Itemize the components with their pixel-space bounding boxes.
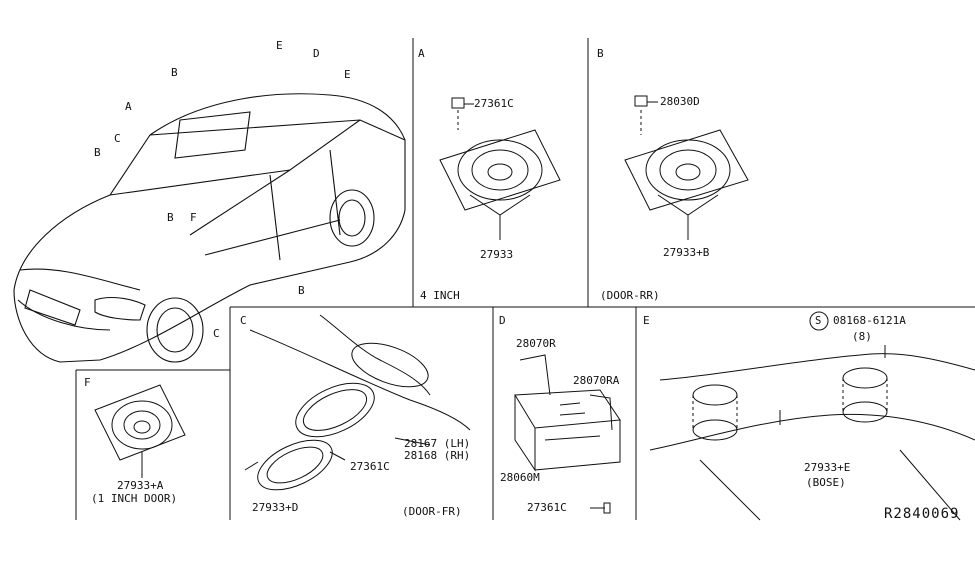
overview-callout: D: [313, 47, 320, 60]
panel-f-speaker-part: 27933+A: [117, 479, 164, 492]
panel-d-bracket-r: 28070R: [516, 337, 556, 350]
panel-f-speaker-drawing: [94, 384, 186, 478]
overview-callout: F: [190, 211, 197, 224]
panel-d-letter: D: [499, 314, 506, 327]
panel-c-speaker-part: 27933+D: [252, 501, 299, 514]
panel-f-speaker-note: (1 INCH DOOR): [91, 492, 178, 505]
overview-callout: C: [213, 327, 220, 340]
panel-c-bracket-lh: 28167 (LH): [404, 437, 471, 450]
panel-b-speaker-part: 27933+B: [663, 246, 710, 259]
panel-c-speaker-drawing: [244, 314, 471, 491]
panel-e-screw-symbol: S: [815, 315, 822, 327]
panel-d-screw-part: 27361C: [527, 501, 567, 514]
panel-a-footer: 4 INCH: [420, 289, 460, 302]
panel-dividers: [75, 38, 975, 520]
panel-c-screw-part: 27361C: [350, 460, 390, 473]
panel-b-screw-part: 28030D: [660, 95, 700, 108]
overview-callout: B: [94, 146, 101, 159]
vehicle-overview-drawing: [13, 93, 406, 363]
panel-b-speaker-drawing: [624, 95, 749, 240]
panel-e-screw-part: 08168-6121A: [833, 314, 906, 327]
overview-callout: B: [298, 284, 305, 297]
panel-c-footer: (DOOR-FR): [402, 505, 462, 518]
overview-callout: A: [125, 100, 132, 113]
panel-c-bracket-rh: 28168 (RH): [404, 449, 471, 462]
diagram-reference-number: R2840069: [884, 506, 960, 522]
panel-b-letter: B: [597, 47, 604, 60]
panel-e-speaker-part: 27933+E: [804, 461, 851, 474]
panel-a-speaker-part: 27933: [480, 248, 514, 261]
overview-callout: B: [171, 66, 178, 79]
panel-e-letter: E: [643, 314, 650, 327]
panel-f-letter: F: [84, 376, 91, 389]
panel-a-letter: A: [418, 47, 425, 60]
panel-d-bracket-ra: 28070RA: [573, 374, 620, 387]
overview-callout: C: [114, 132, 121, 145]
panel-a-speaker-drawing: [439, 97, 561, 240]
panel-c-letter: C: [240, 314, 247, 327]
panel-e-speaker-note: (BOSE): [806, 476, 846, 489]
panel-a-screw-part: 27361C: [474, 97, 514, 110]
panel-e-screw-qty: (8): [852, 330, 872, 343]
panel-e-speaker-drawing: [649, 311, 975, 521]
overview-callout: B: [167, 211, 174, 224]
panel-d-amp-part: 28060M: [500, 471, 540, 484]
panel-d-amplifier-drawing: [514, 354, 621, 514]
overview-callout: E: [276, 39, 283, 52]
overview-callout: E: [344, 68, 351, 81]
panel-b-footer: (DOOR-RR): [600, 289, 660, 302]
